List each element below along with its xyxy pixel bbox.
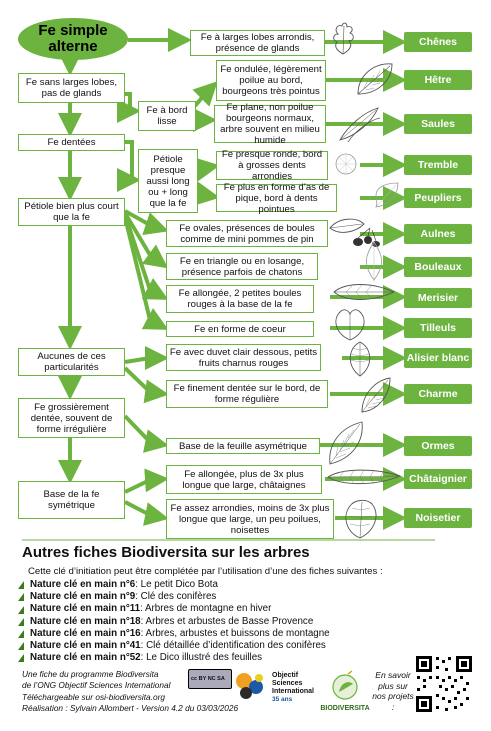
bullet-icon [18, 617, 24, 626]
reference-item[interactable]: Nature clé en main n°6 : Le petit Dico B… [18, 579, 330, 591]
tree-merisier: Merisier [404, 288, 472, 308]
osi-logo-text: Objectif Sciences International 35 ans [272, 672, 315, 703]
whitebeam-leaf-icon [349, 341, 371, 377]
reference-item[interactable]: Nature clé en main n°16 : Arbres, arbust… [18, 628, 330, 640]
tree-peupliers: Peupliers [404, 188, 472, 208]
cc-license-logo[interactable]: cc BY NC SA [188, 669, 232, 689]
question-box-no-lobes: Fe sans larges lobes, pas de glands [18, 73, 125, 103]
qr-code-icon[interactable] [414, 654, 474, 714]
biodiversita-logo-icon [332, 670, 358, 700]
reference-item[interactable]: Nature clé en main n°11 : Arbres de mont… [18, 603, 330, 615]
tree-saules: Saules [404, 114, 472, 134]
section-intro: Cette clé d’initiation peut être complét… [28, 566, 383, 577]
tree-tilleuls: Tilleuls [404, 318, 472, 338]
question-box-toothed: Fe dentées [18, 134, 125, 151]
tree-alisier-blanc: Alisier blanc [404, 348, 472, 368]
question-box-hazel: Fe assez arrondies, moins de 3x plus lon… [166, 499, 334, 539]
osi-logo-icon [236, 673, 263, 699]
question-box-heart: Fe en forme de coeur [166, 321, 314, 337]
question-box-smooth-edge: Fe à bord lisse [138, 101, 196, 131]
reference-item[interactable]: Nature clé en main n°18 : Arbres et arbu… [18, 616, 330, 628]
tree-aulnes: Aulnes [404, 224, 472, 244]
more-projects-text: En savoir plus sur nos projets : [372, 670, 414, 712]
poplar-leaf-icon [375, 182, 399, 208]
tree-chenes: Chênes [404, 32, 472, 52]
question-box-downy: Fe avec duvet clair dessous, petits frui… [166, 344, 321, 371]
question-box-round-leaf: Fe presque ronde, bord à grosses dents a… [216, 149, 328, 182]
bullet-icon [18, 605, 24, 614]
tree-noisetier: Noisetier [404, 508, 472, 528]
question-box-red-glands: Fe allongée, 2 petites boules rouges à l… [166, 285, 314, 313]
linden-leaf-icon [335, 309, 365, 341]
question-box-short-petiole: Pétiole bien plus court que la fe [18, 198, 125, 226]
tree-ormes: Ormes [404, 436, 472, 456]
aspen-leaf-icon [335, 153, 357, 175]
hazel-leaf-icon [345, 499, 377, 539]
reference-item[interactable]: Nature clé en main n°52 : Le Dico illust… [18, 652, 330, 664]
willow-leaf-icon [339, 107, 381, 143]
bullet-icon [18, 593, 24, 602]
cherry-leaf-icon [333, 284, 396, 300]
bullet-icon [18, 642, 24, 651]
tree-chataignier: Châtaignier [404, 469, 472, 489]
key-title: Fe simple alterne [18, 18, 128, 60]
footer-credits: Une fiche du programme Biodiversita de l… [22, 669, 239, 713]
oak-leaf-icon [333, 22, 354, 55]
tree-hetre: Hêtre [404, 70, 472, 90]
biodiversita-logo-text: BIODIVERSITA [320, 705, 370, 712]
birch-leaf-icon [366, 241, 382, 282]
beech-leaf-icon [357, 63, 393, 95]
question-box-flat: Fe plane, non poilue bourgeons normaux, … [214, 102, 326, 146]
question-box-chestnut: Fe allongée, plus de 3x plus longue que … [166, 465, 322, 494]
question-box-triangle: Fe en triangle ou en losange, présence p… [166, 253, 318, 280]
chestnut-leaf-icon [327, 469, 402, 485]
reference-item[interactable]: Nature clé en main n°9 : Clé des conifèr… [18, 591, 330, 603]
question-box-none: Aucunes de ces particularités [18, 348, 125, 376]
reference-list: Nature clé en main n°6 : Le petit Dico B… [18, 579, 330, 664]
section-title: Autres fiches Biodiversita sur les arbre… [22, 544, 310, 561]
tree-tremble: Tremble [404, 155, 472, 175]
bullet-icon [18, 629, 24, 638]
question-box-symmetric: Base de la fe symétrique [18, 481, 125, 519]
question-box-spade-leaf: Fe plus en forme d’as de pique, bord à d… [216, 182, 337, 215]
reference-item[interactable]: Nature clé en main n°41 : Clé détaillée … [18, 640, 330, 652]
tree-charme: Charme [404, 384, 472, 404]
hornbeam-leaf-icon [361, 377, 391, 413]
question-box-coarse-teeth: Fe grossièrement dentée, souvent de form… [18, 398, 125, 438]
question-box-asymmetric: Base de la feuille asymétrique [166, 438, 320, 454]
question-box-oval-cones: Fe ovales, présences de boules comme de … [166, 220, 328, 247]
biodiversita-logo: BIODIVERSITA [320, 670, 370, 712]
question-box-lobed: Fe à larges lobes arrondis, présence de … [190, 30, 325, 56]
bullet-icon [18, 581, 24, 590]
question-box-wavy: Fe ondulée, légèrement poilue au bord, b… [216, 60, 326, 101]
question-box-fine-teeth: Fe finement dentée sur le bord, de forme… [166, 380, 328, 408]
elm-leaf-icon [329, 421, 363, 465]
tree-bouleaux: Bouleaux [404, 257, 472, 277]
question-box-long-petiole: Pétiole presque aussi long ou + long que… [138, 149, 198, 213]
key-title-text: Fe simple alterne [38, 22, 108, 55]
bullet-icon [18, 654, 24, 663]
